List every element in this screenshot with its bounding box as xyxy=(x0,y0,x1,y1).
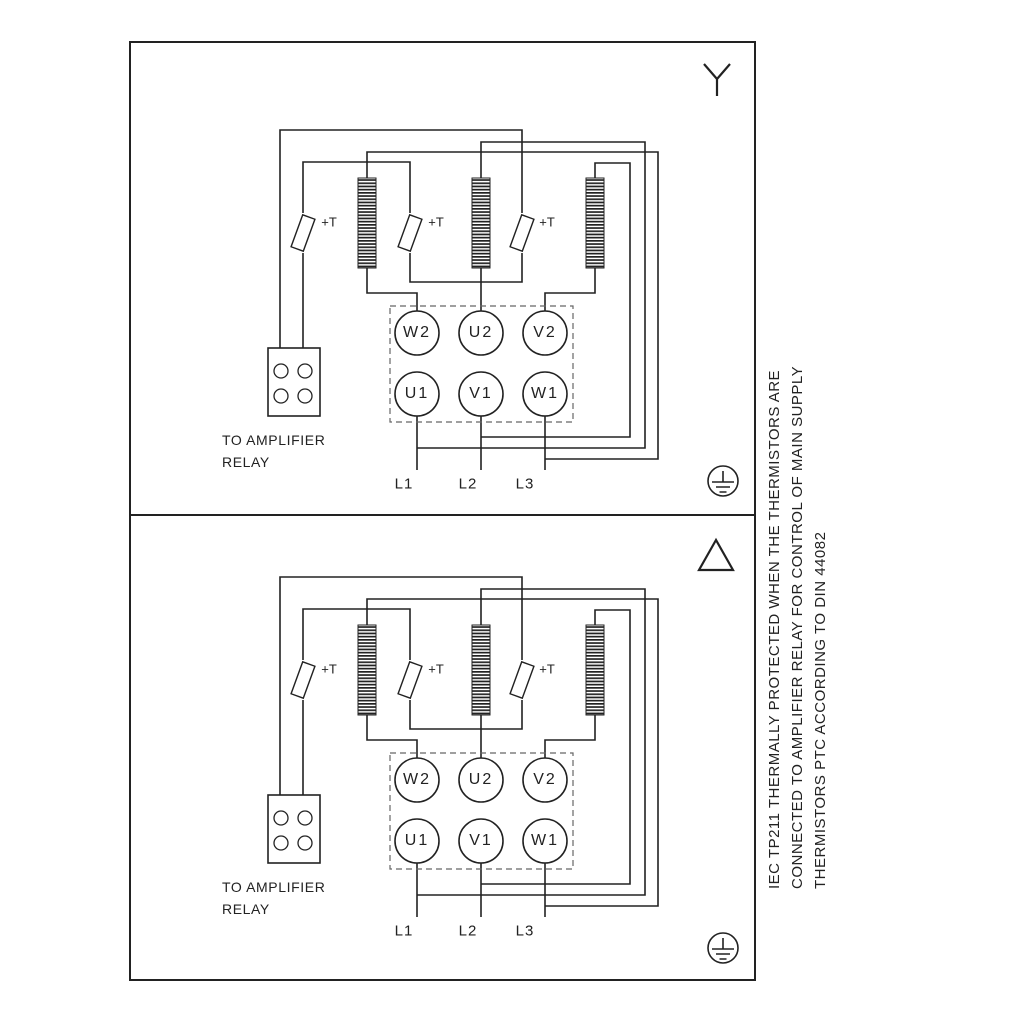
sheet-border xyxy=(129,41,756,981)
terminal-label-v2: V2 xyxy=(533,324,557,341)
supply-label-l2: L2 xyxy=(458,475,478,493)
thermistor-mark: +T xyxy=(321,661,337,677)
thermistor-mark: +T xyxy=(539,661,555,677)
terminal-label-u2: U2 xyxy=(468,324,494,341)
side-note-line-2: CONNECTED TO AMPLIFIER RELAY FOR CONTROL… xyxy=(789,365,806,889)
terminal-label-u2: U2 xyxy=(468,771,494,788)
thermistor-mark: +T xyxy=(428,214,444,230)
supply-label-l2: L2 xyxy=(458,922,478,940)
terminal-label-w1: W1 xyxy=(531,832,559,849)
terminal-label-u1: U1 xyxy=(404,832,430,849)
terminal-label-w2: W2 xyxy=(403,771,431,788)
thermistor-mark: +T xyxy=(539,214,555,230)
relay-caption-line: RELAY xyxy=(222,454,270,470)
terminal-label-v1: V1 xyxy=(469,832,493,849)
supply-label-l3: L3 xyxy=(515,922,535,940)
relay-caption-line: TO AMPLIFIER xyxy=(222,432,326,448)
relay-caption-line: TO AMPLIFIER xyxy=(222,879,326,895)
star-panel-art xyxy=(267,129,659,471)
terminal-label-v1: V1 xyxy=(469,385,493,402)
terminal-label-v2: V2 xyxy=(533,771,557,788)
ground-icon xyxy=(707,465,739,497)
delta-panel-art xyxy=(267,576,659,918)
supply-label-l1: L1 xyxy=(394,922,414,940)
side-note-line-1: IEC TP211 THERMALLY PROTECTED WHEN THE T… xyxy=(766,369,783,889)
star-icon xyxy=(703,63,731,96)
thermistor-mark: +T xyxy=(321,214,337,230)
terminal-label-w2: W2 xyxy=(403,324,431,341)
terminal-label-w1: W1 xyxy=(531,385,559,402)
terminal-label-u1: U1 xyxy=(404,385,430,402)
side-note-line-3: THERMISTORS PTC ACCORDING TO DIN 44082 xyxy=(812,531,829,889)
thermistor-mark: +T xyxy=(428,661,444,677)
delta-icon xyxy=(697,537,735,572)
supply-label-l1: L1 xyxy=(394,475,414,493)
ground-icon xyxy=(707,932,739,964)
relay-caption-line: RELAY xyxy=(222,901,270,917)
supply-label-l3: L3 xyxy=(515,475,535,493)
